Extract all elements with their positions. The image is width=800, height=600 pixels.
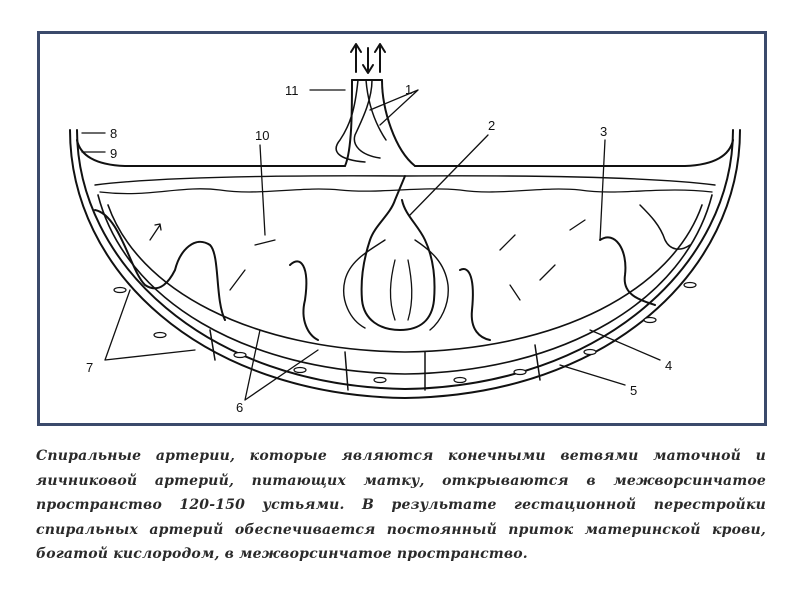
- villous-branch-2: [414, 239, 449, 331]
- septum-2: [289, 260, 319, 341]
- umbilical-cord-right: [381, 79, 416, 167]
- villous-branch-3: [389, 259, 396, 321]
- umbilical-artery-2: [353, 79, 381, 159]
- villous-tree: [360, 175, 436, 331]
- label-3: 3: [600, 124, 607, 139]
- leader-7: [104, 289, 196, 361]
- outer-wall-line-inner: [76, 129, 734, 390]
- leader-2: [409, 134, 489, 216]
- septum-left: [94, 209, 226, 321]
- flow-arrow: [149, 223, 162, 241]
- wall-cells: [113, 281, 697, 384]
- spiral-artery-4: [534, 344, 541, 381]
- label-10: 10: [255, 128, 269, 143]
- label-4: 4: [665, 358, 672, 373]
- spiral-artery-2: [344, 351, 349, 391]
- label-5: 5: [630, 383, 637, 398]
- label-8: 8: [110, 126, 117, 141]
- label-11: 11: [285, 83, 299, 98]
- label-2: 2: [488, 118, 495, 133]
- flow-arrow: [499, 234, 516, 251]
- leader-6: [244, 329, 319, 401]
- placenta-diagram: 1 2 3 4 5 6 7 8 9 10 11: [69, 43, 741, 415]
- arrow-down: [362, 47, 374, 74]
- villus-right: [639, 204, 691, 250]
- label-6: 6: [236, 400, 243, 415]
- basal-plate-line: [107, 204, 703, 353]
- chorion-vessel-branches: [99, 188, 713, 195]
- flow-arrow: [254, 239, 276, 246]
- chorionic-plate-left: [76, 139, 346, 167]
- villous-branch-4: [407, 259, 413, 321]
- leader-5: [559, 364, 626, 386]
- caption-text: Спиральные артерии, которые являются кон…: [36, 448, 766, 562]
- label-1: 1: [405, 82, 412, 97]
- chorionic-plate-right: [414, 139, 734, 167]
- flow-arrow: [569, 219, 586, 231]
- villous-branch-1: [343, 239, 386, 329]
- septum-4: [599, 236, 656, 306]
- spiral-artery-1: [209, 329, 216, 361]
- arrow-up-2: [374, 43, 386, 73]
- leader-4: [589, 329, 661, 361]
- arrow-up-1: [350, 43, 362, 73]
- flow-arrow: [539, 264, 556, 281]
- label-9: 9: [110, 146, 117, 161]
- leader-3: [599, 139, 606, 241]
- flow-arrow: [229, 269, 246, 291]
- umbilical-cord-left: [344, 79, 353, 167]
- septum-3: [459, 268, 491, 341]
- decidua-basalis-line: [97, 194, 713, 375]
- label-7: 7: [86, 360, 93, 375]
- flow-arrow: [509, 284, 521, 301]
- leader-1: [369, 89, 419, 126]
- outer-wall-line: [69, 129, 741, 399]
- leader-10: [259, 144, 266, 236]
- umbilical-vein: [365, 79, 387, 141]
- umbilical-artery-1: [335, 79, 366, 163]
